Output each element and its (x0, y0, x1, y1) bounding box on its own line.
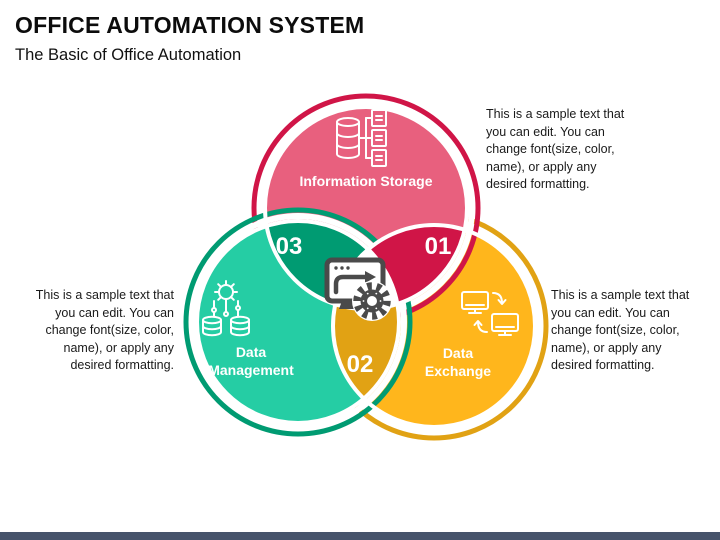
sample-text-left: This is a sample text that you can edit.… (35, 288, 174, 372)
slide-footer-bar (0, 532, 720, 540)
label-data-management-line2: Management (208, 362, 294, 378)
label-data-exchange-line2: Exchange (425, 363, 491, 379)
gear-databases-icon (202, 280, 250, 337)
label-information-storage: Information Storage (299, 173, 432, 189)
database-documents-icon (336, 109, 387, 167)
sample-text-bottom-right: This is a sample text that you can edit.… (551, 288, 690, 372)
sample-text-top-right: This is a sample text that you can edit.… (486, 107, 625, 191)
label-data-exchange-line1: Data (443, 345, 474, 361)
badge-02: 02 (347, 351, 374, 378)
label-data-management-line1: Data (236, 344, 267, 360)
badge-01: 01 (425, 233, 452, 260)
page-subtitle: The Basic of Office Automation (15, 46, 242, 64)
automation-window-gear-icon (324, 257, 392, 321)
badge-03: 03 (276, 233, 303, 260)
monitors-sync-icon (461, 291, 519, 336)
page-title: OFFICE AUTOMATION SYSTEM (15, 12, 365, 38)
